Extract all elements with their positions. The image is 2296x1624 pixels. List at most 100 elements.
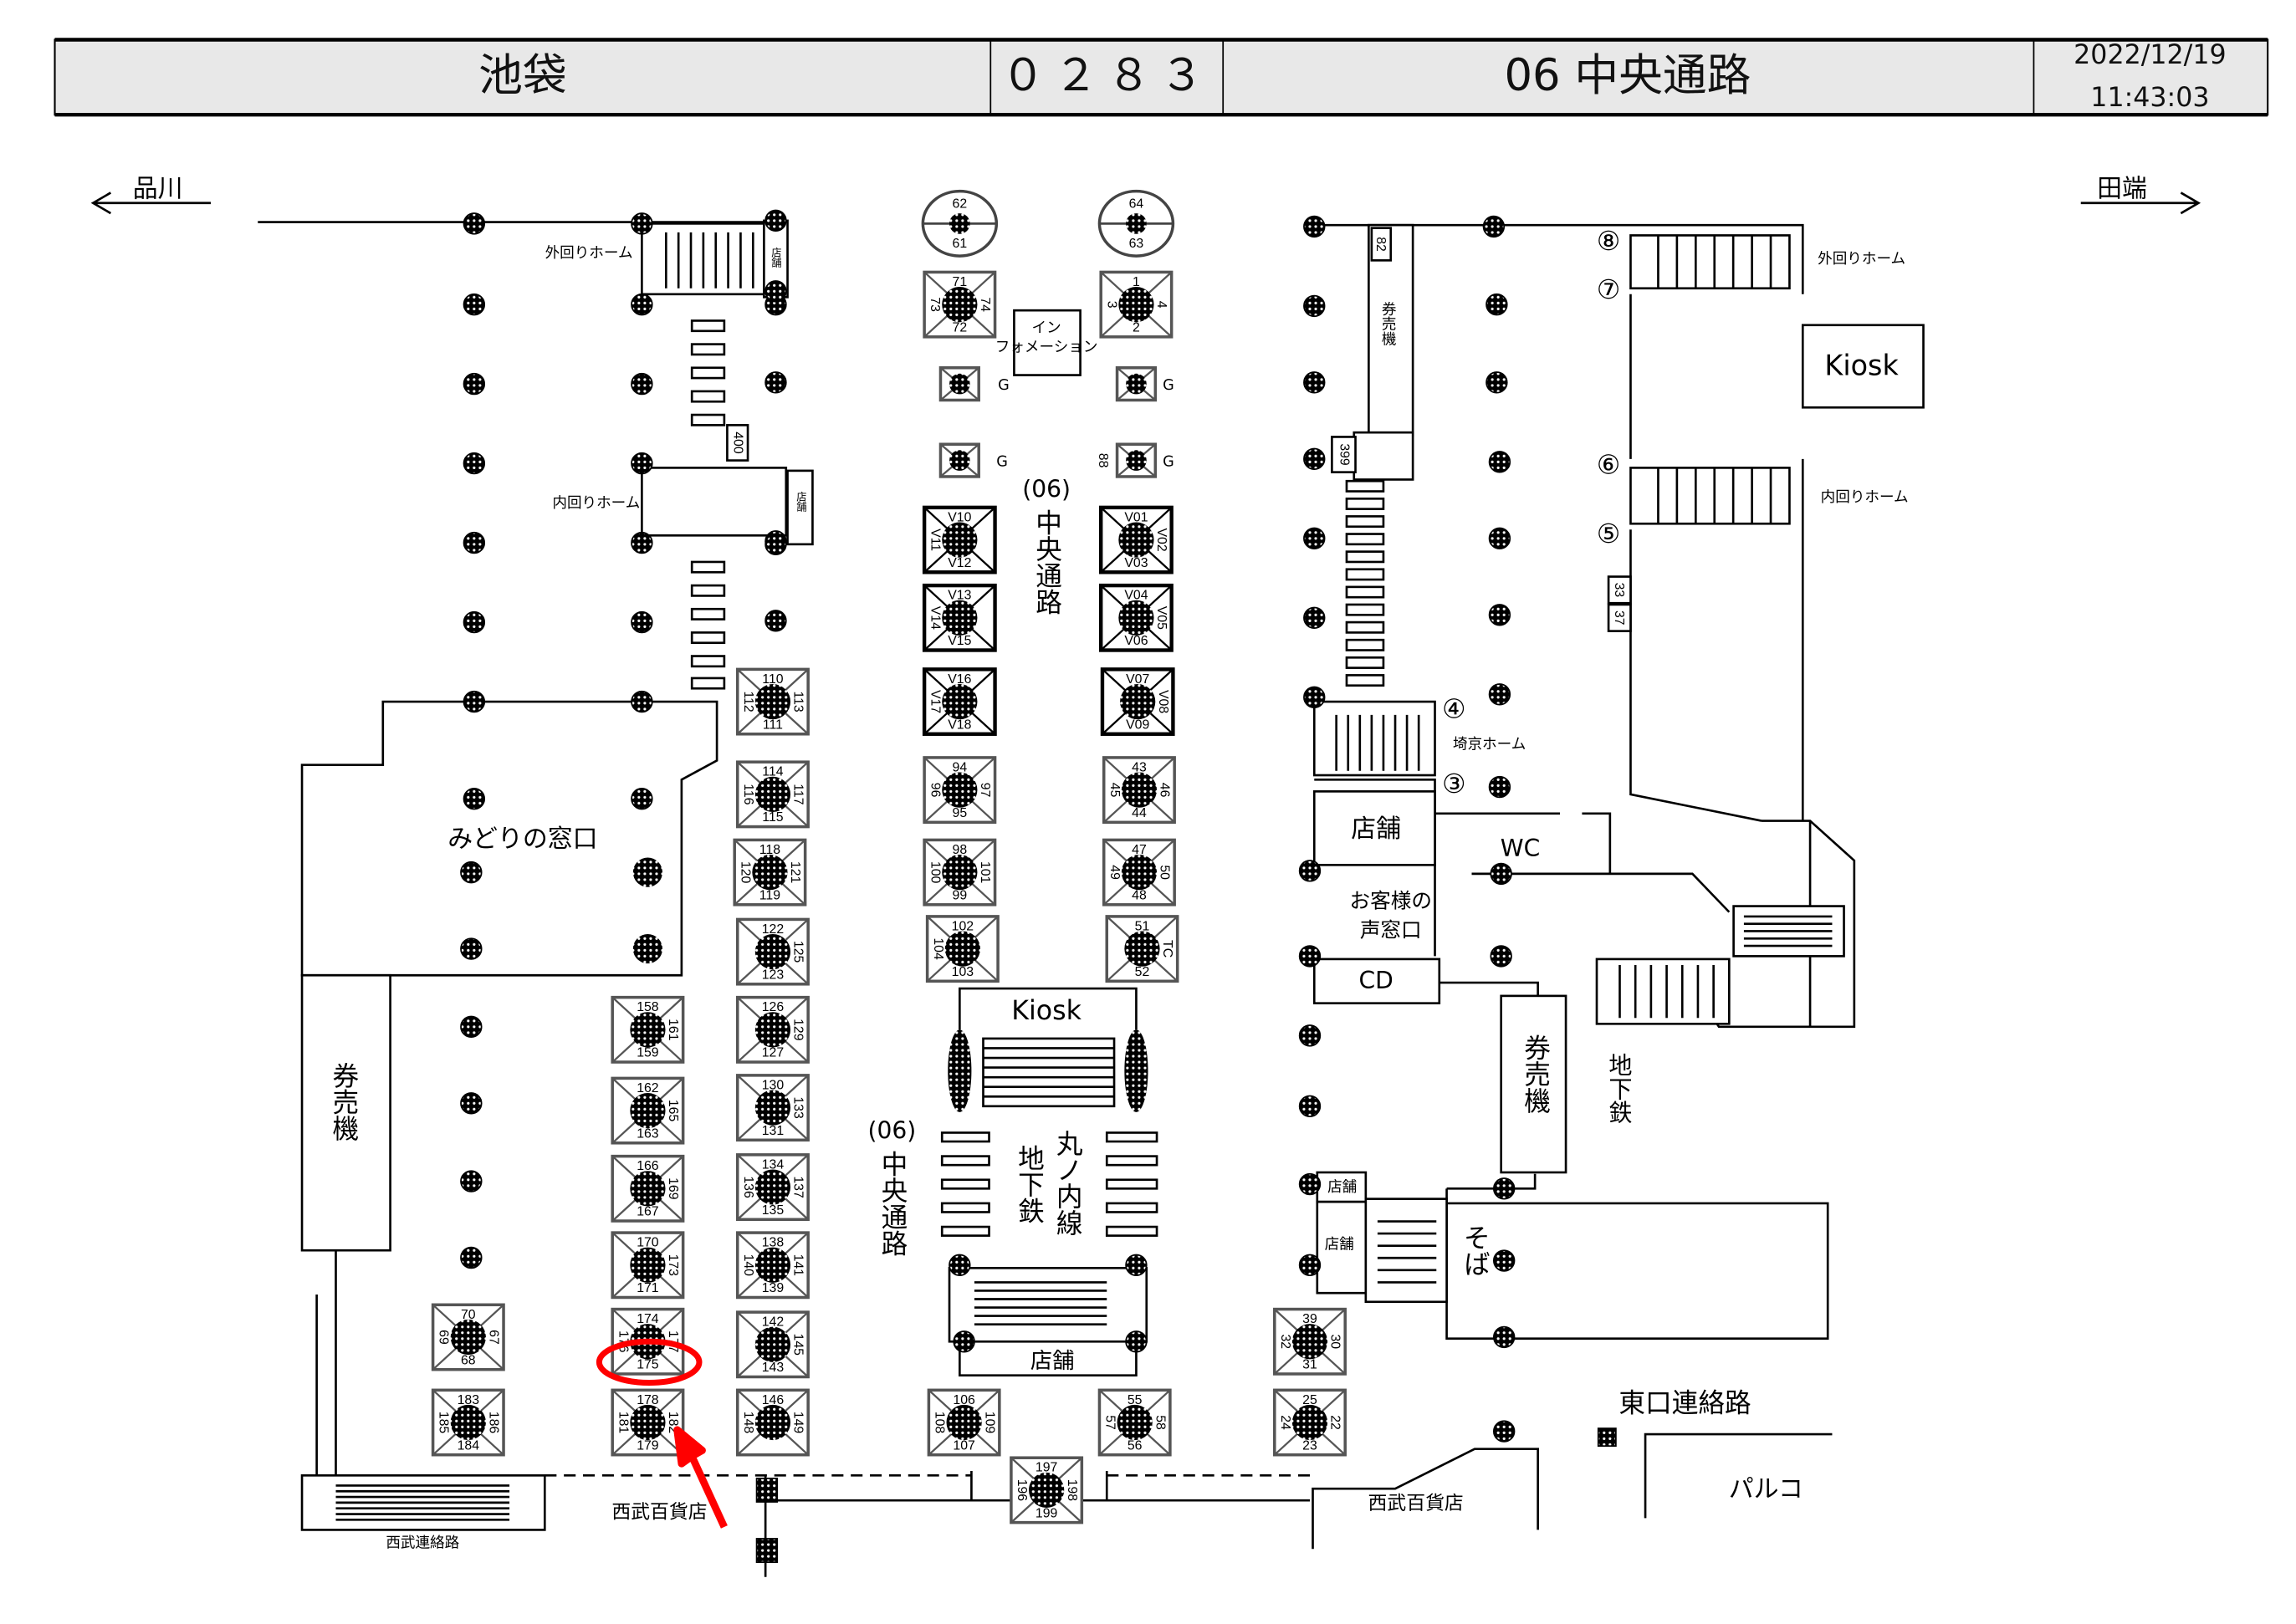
gate-icon: [942, 600, 978, 636]
cd-label: CD: [1359, 967, 1393, 994]
highlight-arrow-icon: [673, 1426, 728, 1529]
central-passage-label: 中央通路: [1031, 508, 1061, 615]
pillar-icon: [1492, 1325, 1516, 1349]
gate-number-top: 183: [458, 1393, 480, 1407]
gate-icon: [942, 522, 978, 558]
gate-number-right: 186: [487, 1412, 501, 1434]
pillar-icon: [1298, 1172, 1322, 1196]
pillar-icon: [460, 1092, 483, 1115]
gate-number-top: 71: [953, 275, 968, 289]
gate-number-top: 39: [1302, 1312, 1317, 1326]
area-labels: みどりの窓口 券売機 外回りホーム 内回りホーム 店舗 店舗 400 イン フォ…: [328, 227, 1908, 1551]
gate-number-bottom: 2: [1133, 320, 1140, 335]
gate-number-right: 30: [1328, 1334, 1342, 1349]
gate-number-left: V11: [928, 529, 942, 551]
gate-number-left: 108: [933, 1412, 947, 1434]
gate-number-top: 102: [952, 919, 974, 933]
pillar-icon: [1482, 215, 1506, 238]
gate-number-bottom: 159: [637, 1046, 659, 1060]
gate-number-88: 88: [1096, 453, 1110, 468]
gate-number-399: 399: [1337, 443, 1351, 466]
gate-number-left: 73: [928, 297, 942, 312]
soba-label: そば: [1460, 1224, 1490, 1277]
direction-left-label: 品川: [133, 175, 183, 204]
gate-number-bottom: V06: [1124, 634, 1148, 648]
highlight-annotation: [596, 1338, 728, 1529]
gate-number-top: 106: [953, 1393, 975, 1407]
subway-label-right: 地下鉄: [1605, 1053, 1633, 1124]
ticket-gate[interactable]: [938, 366, 980, 402]
gate-number-left: V17: [928, 690, 942, 713]
ticket-gates: 1581591611621631651661671691701711731741…: [431, 270, 1347, 1524]
gate-icon: [946, 1404, 982, 1441]
central-passage-number: (06): [1022, 476, 1071, 503]
gate-number-right: 50: [1158, 865, 1172, 880]
pillar-icon: [1298, 1095, 1322, 1118]
ticket-machine-label-right: 券売機: [1520, 1034, 1551, 1113]
pillar-icon: [1488, 775, 1511, 799]
pillar-icon: [460, 1170, 483, 1192]
gate-number-right: 121: [788, 861, 802, 884]
pillar-icon: [631, 531, 653, 554]
direction-right-label: 田端: [2097, 175, 2147, 204]
gate-number-top: 170: [637, 1236, 659, 1250]
gate-number-left: 57: [1103, 1415, 1117, 1430]
ticket-gate[interactable]: [938, 442, 980, 478]
gate-number-bottom: 175: [637, 1358, 659, 1372]
shop-label-small: 店舗: [770, 247, 781, 268]
pillar-icon: [631, 452, 653, 475]
ticket-gate[interactable]: [1115, 442, 1158, 478]
pillar-icon: [1303, 215, 1326, 238]
gate-number-left: 32: [1278, 1334, 1292, 1349]
pillar-icon: [463, 212, 486, 235]
pillar-icon: [764, 209, 787, 232]
ticket-gate[interactable]: [1115, 366, 1158, 402]
gate-number-right: V02: [1154, 528, 1168, 551]
gate-number-top: 122: [762, 922, 784, 937]
gate-g-label: G: [1163, 377, 1174, 394]
gate-number-right: V08: [1156, 690, 1170, 713]
pillar-icon: [460, 1246, 483, 1269]
gate-icon: [1126, 373, 1147, 395]
gate-icon: [1126, 213, 1147, 234]
